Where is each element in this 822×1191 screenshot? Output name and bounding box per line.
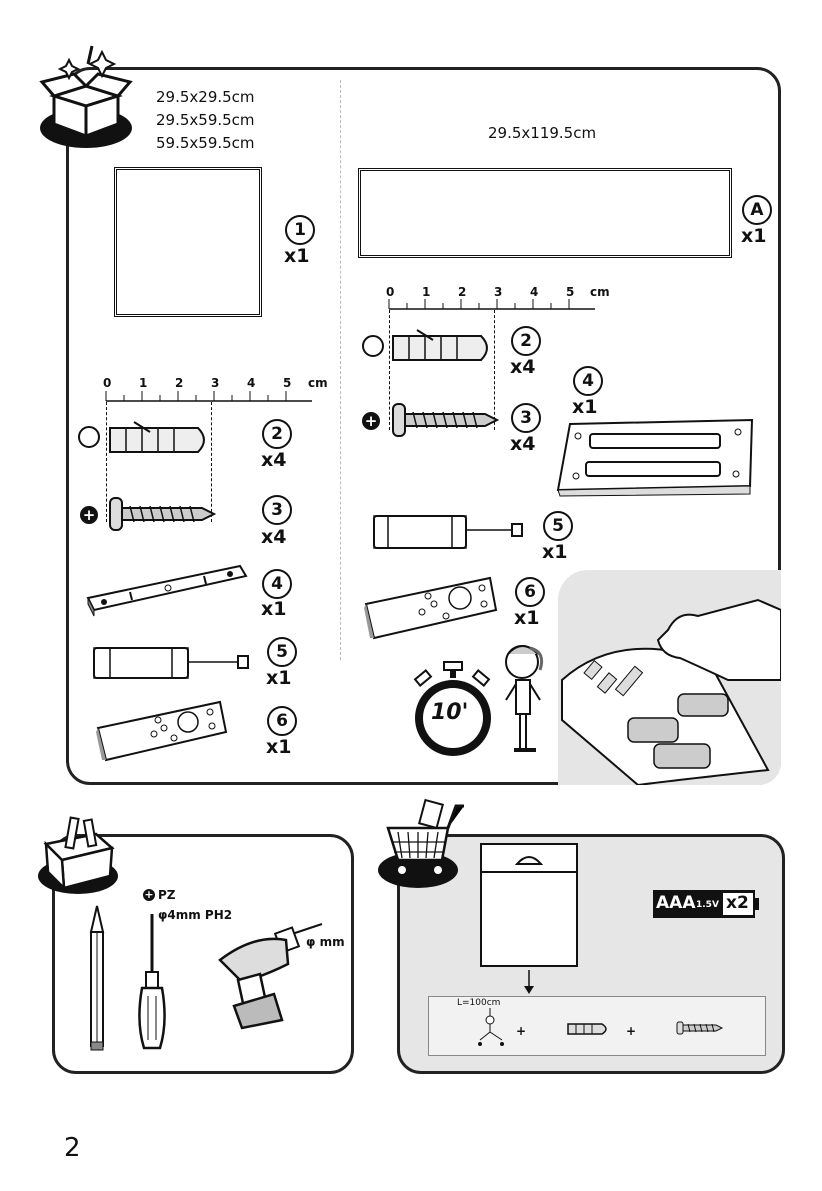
item-number: 5 — [267, 637, 297, 667]
plus-sign: + — [516, 1024, 526, 1038]
size-label: 29.5x29.5cm — [156, 86, 255, 109]
remote-control-icon — [362, 574, 502, 642]
sticker-scene — [558, 570, 781, 785]
item-qty: x4 — [261, 449, 286, 471]
panel-qty: x1 — [741, 225, 766, 247]
phillips-icon: + — [362, 412, 380, 430]
item-number: 6 — [515, 577, 545, 607]
hanging-cable-icon — [476, 1006, 510, 1052]
ruler-tick-label: 1 — [139, 376, 147, 390]
size-label: 59.5x59.5cm — [156, 132, 255, 155]
item-number: 1 — [285, 215, 315, 245]
screw-icon — [389, 400, 501, 440]
ruler-tick-label: 5 — [283, 376, 291, 390]
item-qty: x1 — [572, 396, 597, 418]
ruler-tick-label: 0 — [103, 376, 111, 390]
size-label: 29.5x59.5cm — [156, 109, 255, 132]
battery-qty: x2 — [726, 893, 749, 913]
ruler-tick-label: 3 — [211, 376, 219, 390]
blister-pack-icon — [479, 842, 579, 968]
panel-letter: A — [742, 195, 772, 225]
ruler-tick-label: 1 — [422, 285, 430, 299]
ruler-tick-label: 4 — [530, 285, 538, 299]
item-number: 6 — [267, 706, 297, 736]
led-driver-icon — [372, 512, 542, 552]
ruler-tick-label: 2 — [175, 376, 183, 390]
screw-icon — [676, 1020, 724, 1036]
wall-plug-icon — [566, 1020, 610, 1038]
shopping-cart-icon — [376, 796, 466, 896]
item-number: 4 — [573, 366, 603, 396]
screw-icon — [106, 494, 218, 534]
empty-circle-icon — [362, 335, 384, 357]
item-qty: x1 — [514, 607, 539, 629]
plus-sign: + — [626, 1024, 636, 1038]
ruler-unit: cm — [308, 376, 328, 390]
remote-control-icon — [94, 698, 230, 764]
mounting-plate-icon — [556, 416, 758, 498]
item-qty: x1 — [284, 245, 309, 267]
battery-terminal — [755, 898, 759, 910]
arrow-down-icon — [521, 970, 537, 994]
battery-voltage: 1.5V — [696, 900, 719, 910]
ruler-tick-label: 4 — [247, 376, 255, 390]
ruler-tick-label: 3 — [494, 285, 502, 299]
item-qty: x4 — [510, 433, 535, 455]
panel-square-drawing — [114, 167, 262, 317]
item-number: 5 — [543, 511, 573, 541]
item-qty: x4 — [261, 526, 286, 548]
panel-long-drawing — [358, 168, 732, 258]
item-qty: x1 — [542, 541, 567, 563]
wall-plug-icon — [106, 420, 214, 460]
led-driver-icon — [92, 644, 252, 684]
battery-badge: AAA 1.5V x2 — [653, 890, 759, 918]
phillips-icon: + — [143, 889, 155, 901]
empty-circle-icon — [78, 426, 100, 448]
person-icon — [496, 640, 552, 756]
item-number: 2 — [511, 326, 541, 356]
size-label: 29.5x119.5cm — [488, 122, 596, 145]
item-qty: x4 — [510, 356, 535, 378]
battery-type: AAA — [656, 893, 695, 913]
drill-icon — [214, 920, 326, 1032]
item-number: 2 — [262, 419, 292, 449]
phillips-icon: + — [80, 506, 98, 524]
toolbox-icon — [36, 814, 120, 898]
item-qty: x1 — [266, 667, 291, 689]
item-qty: x1 — [261, 598, 286, 620]
pencil-icon — [88, 904, 106, 1054]
pz-label: PZ — [158, 888, 176, 902]
screwdriver-icon — [134, 912, 170, 1052]
ruler-tick-label: 5 — [566, 285, 574, 299]
wall-plug-icon — [389, 328, 497, 368]
page-number: 2 — [64, 1133, 81, 1163]
item-qty: x1 — [266, 736, 291, 758]
item-number: 4 — [262, 569, 292, 599]
ruler-tick-label: 2 — [458, 285, 466, 299]
open-box-icon — [36, 38, 136, 150]
item-number: 3 — [511, 403, 541, 433]
sticker-sheet-illustration — [558, 570, 781, 785]
item-number: 3 — [262, 495, 292, 525]
ruler-tick-label: 0 — [386, 285, 394, 299]
ruler-unit: cm — [590, 285, 610, 299]
timer-label: 10' — [431, 700, 468, 725]
mounting-bracket-icon — [84, 562, 250, 618]
size-list: 29.5x29.5cm 29.5x59.5cm 59.5x59.5cm — [156, 86, 255, 155]
panel-divider — [340, 80, 342, 660]
